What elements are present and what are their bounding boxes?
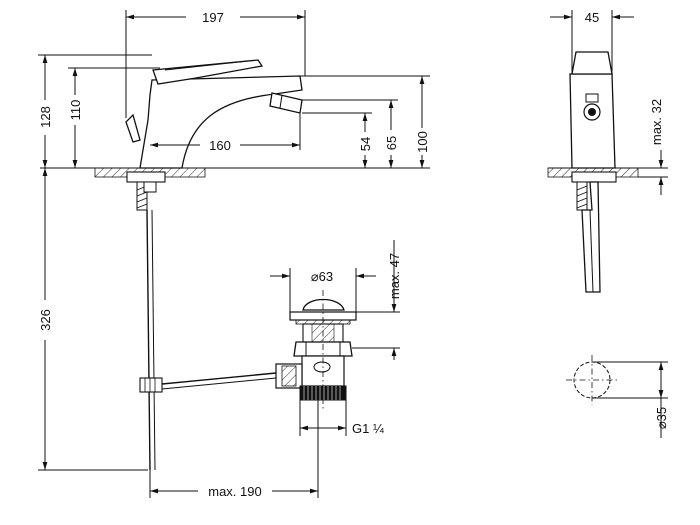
mounting-flange <box>126 171 166 183</box>
dim-45: 45 <box>585 10 599 25</box>
hole-circle <box>573 361 611 399</box>
side-view <box>40 59 430 471</box>
pull-rod <box>146 209 151 471</box>
dim-max-47: max. 47 <box>387 253 402 299</box>
front-lever <box>571 51 613 75</box>
dim-max-32: max. 32 <box>649 99 664 145</box>
drain-cap <box>302 298 345 311</box>
dim-54: 54 <box>358 137 373 151</box>
dim-326: 326 <box>38 309 53 331</box>
dim-197: 197 <box>202 10 224 25</box>
front-body <box>569 73 616 169</box>
dim-110: 110 <box>68 100 83 121</box>
dimension-lines <box>38 10 668 498</box>
faucet-body <box>139 75 303 169</box>
drain-valve <box>275 290 357 410</box>
dim-thread-g114: G1 ¼ <box>352 421 384 436</box>
dim-65: 65 <box>384 136 399 150</box>
rod-clip <box>139 377 163 393</box>
dim-100: 100 <box>415 131 430 153</box>
dim-diameter-35: ⌀35 <box>654 407 669 429</box>
linkage-rod <box>161 372 277 385</box>
aerator <box>269 92 303 114</box>
dim-max-190: max. 190 <box>208 484 261 499</box>
dimension-labels: 197 128 110 326 160 54 65 100 ⌀63 max. 4… <box>37 9 669 499</box>
front-view <box>547 51 668 293</box>
dim-diameter-63: ⌀63 <box>311 269 333 284</box>
dim-128: 128 <box>38 106 53 128</box>
hole-detail <box>566 355 668 405</box>
dim-160: 160 <box>209 138 231 153</box>
popup-rod-knob <box>125 113 141 143</box>
